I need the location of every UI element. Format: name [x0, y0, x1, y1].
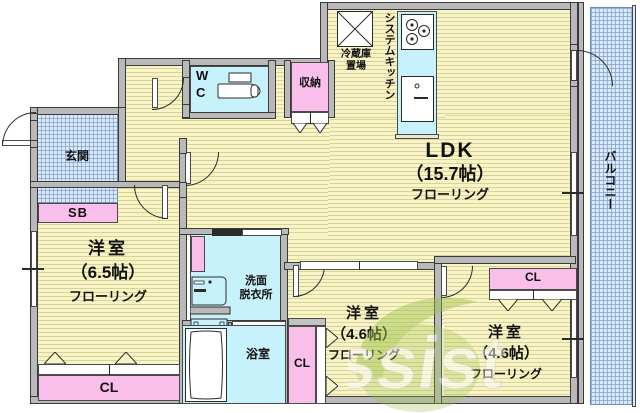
wall-storage-left — [284, 60, 291, 118]
washroom-sliding-door-track — [242, 229, 282, 236]
wall-balcony-door-jamb-bottom — [570, 80, 578, 87]
mid-bedroom-name: 洋室 — [345, 305, 382, 322]
right-bedroom-name: 洋室 — [487, 324, 524, 341]
right-bedroom-floor — [444, 266, 576, 404]
wall-entrance-right — [118, 107, 126, 187]
wall-entrance-door-jamb-bottom — [30, 140, 38, 148]
wall-hall-jamb-a — [179, 138, 187, 154]
window-tick-right-bedroom — [562, 338, 584, 340]
wall-balcony-inner — [578, 2, 584, 404]
mid-bedroom-floor-type: フローリング — [327, 348, 400, 362]
ldk-floor-type: フローリング — [410, 187, 489, 202]
main-bedroom-closet-door-split — [109, 364, 110, 375]
mid-bedroom-closet-label: CL — [294, 356, 310, 370]
mid-bedroom-size: （4.6帖） — [331, 326, 397, 343]
window-tick-main-bedroom — [22, 268, 44, 270]
wall-toilet-jamb-b — [182, 104, 190, 118]
wall-toilet-jamb-a — [182, 60, 190, 78]
refrigerator-space-icon — [337, 11, 373, 47]
mid-closet-open-marker-bottom — [326, 376, 338, 396]
kitchen-counter-edge — [395, 134, 439, 139]
shoebox — [38, 203, 118, 223]
bathroom-label: 浴室 — [245, 347, 270, 361]
bathtub-icon — [185, 328, 227, 402]
wall-balcony-door-jamb-top — [570, 44, 578, 51]
wall-entrance-door-jamb-top — [30, 113, 38, 121]
window-tick-ldk — [562, 192, 584, 194]
shoebox-label: SB — [67, 205, 89, 220]
toilet-label-line2: C — [196, 85, 206, 100]
wall-top-right — [326, 2, 580, 10]
main-closet-open-marker-left — [44, 352, 66, 364]
wall-ldk-rightbedroom — [434, 256, 576, 264]
wall-riser-left — [118, 58, 126, 114]
ldk-name: LDK — [425, 139, 475, 162]
ldk-size: （15.7帖） — [405, 164, 495, 184]
right-closet-open-marker-right — [542, 299, 562, 311]
right-bedroom-closet-door-split — [533, 290, 534, 300]
wall-riser-mid — [320, 2, 328, 64]
right-bedroom-closet — [489, 268, 577, 290]
kitchen-sink-icon — [401, 76, 434, 122]
washroom-label-line1: 洗面 — [245, 275, 267, 287]
washroom-shelf-top — [191, 236, 205, 272]
mid-bedroom-closet — [288, 326, 316, 404]
wall-toilet-bottom — [182, 112, 276, 119]
gas-range-icon — [401, 14, 434, 50]
right-bedroom-size: （4.6帖） — [473, 345, 539, 362]
storage-door-split — [310, 112, 311, 124]
wall-toilet-right — [268, 60, 276, 118]
window-ldk-balcony — [571, 152, 577, 236]
system-kitchen-label: システムキッチン — [383, 12, 395, 100]
toilet-fixture-icon — [217, 72, 261, 99]
main-bedroom-name: 洋室 — [88, 239, 128, 258]
right-closet-open-marker-left — [498, 299, 518, 311]
storage-open-marker-right — [313, 123, 327, 133]
storage-open-marker-left — [293, 123, 307, 133]
mid-closet-top-cap — [288, 318, 326, 326]
refrigerator-label-line1: 冷蔵庫 — [341, 49, 371, 60]
toilet-label-line1: W — [196, 68, 209, 83]
right-bedroom-closet-label: CL — [525, 270, 541, 284]
washroom-label-line2: 脱衣所 — [239, 289, 273, 301]
main-closet-open-marker-right — [115, 352, 137, 364]
wall-top-left — [30, 107, 122, 115]
mid-bedroom-closet-doors — [316, 326, 326, 404]
entrance-label: 玄関 — [64, 149, 89, 163]
wall-hall-jamb-b — [179, 182, 187, 198]
refrigerator-label-line2: 置場 — [346, 61, 366, 72]
washbasin-icon — [190, 276, 231, 315]
balcony-rail-outer — [632, 5, 636, 407]
main-bedroom-floor-type: フローリング — [68, 289, 147, 304]
mid-bedroom-upper-window-split — [359, 261, 360, 270]
main-bedroom-size: （6.5帖） — [70, 263, 146, 282]
storage-label: 収納 — [299, 77, 321, 89]
balcony-label: バルコニー — [603, 150, 617, 210]
main-bedroom-closet — [38, 375, 180, 401]
washroom-sliding-door[interactable] — [212, 229, 242, 236]
storage-closet — [291, 62, 329, 112]
right-bedroom-floor-type: フローリング — [469, 367, 542, 381]
main-bedroom-closet-label: CL — [99, 379, 119, 395]
mid-closet-open-marker-top — [326, 328, 338, 348]
